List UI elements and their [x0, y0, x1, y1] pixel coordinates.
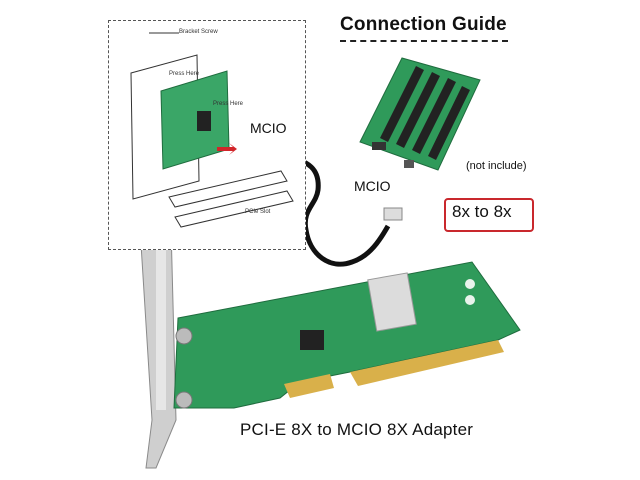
product-caption: PCI-E 8X to MCIO 8X Adapter [240, 420, 474, 439]
diagram-label-pcie-slot: PCIe Slot [245, 209, 271, 215]
diagram-label-press-here-2: Press Here [213, 101, 244, 107]
not-included-note: (not include) [466, 160, 527, 172]
diagram-label-press-here: Press Here [169, 71, 200, 77]
ratio-badge [444, 198, 534, 232]
installation-diagram: Bracket Screw Press Here Press Here PCIe… [108, 20, 306, 250]
diagram-label-bracket-screw: Bracket Screw [179, 29, 218, 35]
title-underline [340, 40, 508, 42]
mcio-label-top: MCIO [250, 120, 287, 136]
adapter-pcb-photo [173, 261, 521, 409]
connection-guide-title: Connection Guide [340, 14, 507, 35]
ratio-text: 8x to 8x [452, 202, 512, 221]
mcio-label-middle: MCIO [354, 178, 391, 194]
installation-sketch [130, 32, 294, 228]
expansion-card-photo [359, 57, 481, 171]
